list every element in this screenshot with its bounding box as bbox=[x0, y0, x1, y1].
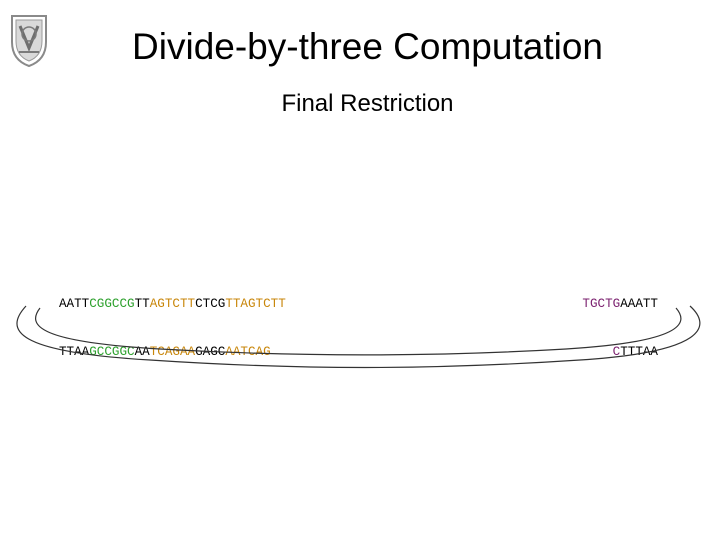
page-subtitle: Final Restriction bbox=[281, 90, 454, 117]
left-dna-strands: AATTCGGCCGTTAGTCTTCTCGTTAGTCTT TTAAGCCGG… bbox=[59, 264, 286, 376]
outer-loop-strand bbox=[16, 305, 701, 369]
right-top-segment: AAATT bbox=[620, 297, 658, 311]
left-top-segment: TT bbox=[134, 297, 150, 311]
left-top-strand: AATTCGGCCGTTAGTCTTCTCGTTAGTCTT bbox=[59, 296, 286, 312]
institution-emblem-icon bbox=[11, 15, 47, 68]
right-top-strand: TGCTGAAATT bbox=[572, 296, 658, 312]
left-top-segment: TTAGTCTT bbox=[225, 297, 286, 311]
inner-loop-strand bbox=[35, 307, 682, 356]
page-title: Divide-by-three Computation bbox=[132, 26, 603, 67]
left-top-segment: CGGCCG bbox=[89, 297, 135, 311]
right-bottom-segment: C bbox=[612, 345, 621, 359]
left-bottom-segment: AATCAG bbox=[225, 345, 271, 359]
right-top-segment: TGCTG bbox=[582, 297, 621, 311]
left-top-segment: AATT bbox=[59, 297, 90, 311]
left-top-segment: AGTCTT bbox=[149, 297, 196, 311]
left-top-segment: CTCG bbox=[195, 297, 226, 311]
